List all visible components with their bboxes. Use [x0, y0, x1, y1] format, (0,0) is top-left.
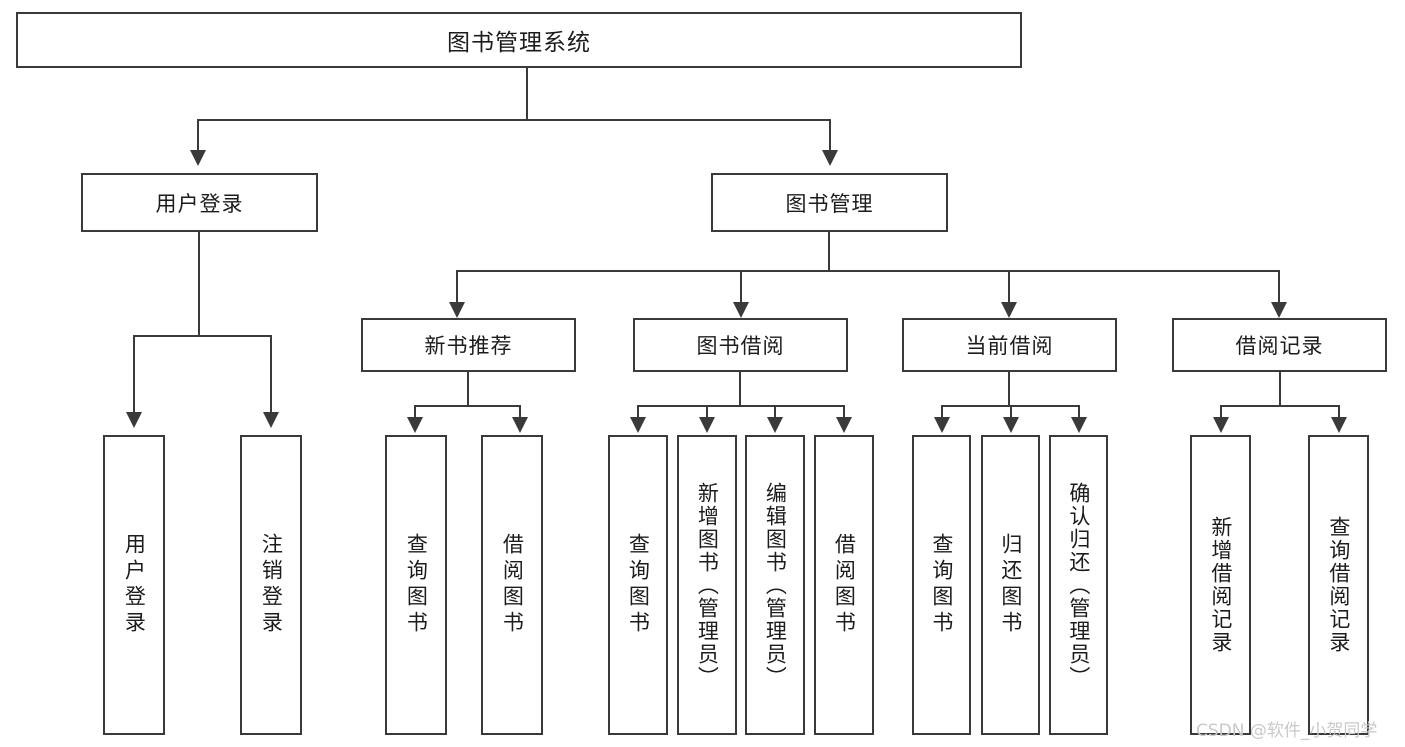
connector-book-borrow-leaf-3: [774, 405, 776, 419]
leaf-label: 借阅图书: [832, 533, 857, 637]
connector-root-bus: [198, 119, 830, 121]
connector-borrow-record-stem: [1279, 372, 1281, 406]
connector-book-borrow-leaf-1: [637, 405, 639, 419]
arrow-new-book-leaf-2-icon: [512, 417, 528, 433]
arrow-book-manage-to-current-icon: [1001, 302, 1017, 318]
leaf-book-borrow-query-book[interactable]: 查询图书: [608, 435, 668, 735]
connector-root-to-book-manage: [829, 119, 831, 153]
connector-book-manage-bus: [457, 270, 1279, 272]
connector-book-manage-to-current: [1008, 270, 1010, 304]
connector-current-borrow-leaf-3: [1078, 405, 1080, 419]
arrow-book-borrow-leaf-1-icon: [630, 417, 646, 433]
leaf-borrow-record-query-record[interactable]: 查询借阅记录: [1308, 435, 1369, 735]
connector-book-manage-to-record: [1278, 270, 1280, 304]
csdn-watermark: CSDN @软件_小贺同学: [1196, 721, 1378, 741]
arrow-book-manage-to-record-icon: [1271, 302, 1287, 318]
leaf-borrow-record-add-record[interactable]: 新增借阅记录: [1190, 435, 1251, 735]
arrow-book-borrow-leaf-3-icon: [767, 417, 783, 433]
leaf-current-borrow-query-book[interactable]: 查询图书: [912, 435, 971, 735]
connector-book-manage-to-borrow: [740, 270, 742, 304]
leaf-label: 新增借阅记录: [1208, 516, 1233, 654]
connector-user-login-leaf-1: [133, 335, 135, 415]
arrow-current-borrow-leaf-1-icon: [934, 417, 950, 433]
node-book-management[interactable]: 图书管理: [711, 173, 948, 232]
node-label: 用户登录: [155, 191, 244, 216]
leaf-current-borrow-confirm-return-admin[interactable]: 确认归还（管理员）: [1049, 435, 1108, 735]
leaf-label: 归还图书: [998, 533, 1023, 637]
leaf-book-borrow-add-book-admin[interactable]: 新增图书（管理员）: [677, 435, 737, 735]
node-user-login[interactable]: 用户登录: [81, 173, 318, 232]
leaf-label: 借阅图书: [500, 533, 525, 637]
arrow-borrow-record-leaf-2-icon: [1331, 417, 1347, 433]
connector-book-borrow-stem: [739, 372, 741, 406]
leaf-label: 新增图书（管理员）: [695, 481, 720, 689]
leaf-user-login-logout[interactable]: 注销登录: [240, 435, 302, 735]
leaf-label: 查询图书: [626, 533, 651, 637]
arrow-book-manage-to-new-book-icon: [449, 302, 465, 318]
leaf-user-login-login[interactable]: 用户登录: [103, 435, 165, 735]
leaf-book-borrow-edit-book-admin[interactable]: 编辑图书（管理员）: [745, 435, 805, 735]
node-new-book-recommend[interactable]: 新书推荐: [361, 318, 576, 372]
arrow-root-to-book-manage-icon: [822, 150, 838, 166]
connector-book-manage-stem: [828, 232, 830, 272]
leaf-label: 编辑图书（管理员）: [763, 481, 788, 689]
arrow-book-manage-to-borrow-icon: [733, 302, 749, 318]
arrow-user-login-leaf-1-icon: [126, 412, 142, 428]
arrow-book-borrow-leaf-4-icon: [836, 417, 852, 433]
connector-borrow-record-leaf-2: [1338, 405, 1340, 419]
node-label: 图书借阅: [696, 334, 785, 358]
leaf-new-book-query-book[interactable]: 查询图书: [385, 435, 447, 735]
connector-book-borrow-leaf-2: [706, 405, 708, 419]
connector-current-borrow-stem: [1008, 372, 1010, 406]
connector-current-borrow-leaf-2: [1010, 405, 1012, 419]
node-label: 借阅记录: [1235, 334, 1324, 358]
leaf-label: 注销登录: [259, 533, 284, 637]
arrow-borrow-record-leaf-1-icon: [1213, 417, 1229, 433]
leaf-label: 用户登录: [122, 533, 147, 637]
leaf-label: 查询图书: [404, 533, 429, 637]
connector-new-book-bus: [415, 405, 520, 407]
connector-new-book-leaf-1: [414, 405, 416, 419]
connector-user-login-stem: [198, 232, 200, 336]
arrow-book-borrow-leaf-2-icon: [699, 417, 715, 433]
arrow-user-login-leaf-2-icon: [263, 412, 279, 428]
node-label: 新书推荐: [424, 334, 513, 358]
connector-root-stem: [526, 68, 528, 120]
leaf-new-book-borrow-book[interactable]: 借阅图书: [481, 435, 543, 735]
leaf-current-borrow-return-book[interactable]: 归还图书: [981, 435, 1040, 735]
connector-book-manage-to-new-book: [456, 270, 458, 304]
node-label: 图书管理: [785, 191, 874, 216]
leaf-book-borrow-borrow-book[interactable]: 借阅图书: [814, 435, 874, 735]
leaf-label: 确认归还（管理员）: [1066, 481, 1091, 689]
connector-root-to-user-login: [197, 119, 199, 153]
node-label: 图书管理系统: [447, 30, 591, 56]
node-book-borrow[interactable]: 图书借阅: [633, 318, 848, 372]
connector-borrow-record-leaf-1: [1220, 405, 1222, 419]
arrow-root-to-user-login-icon: [190, 150, 206, 166]
connector-user-login-bus: [134, 335, 272, 337]
arrow-new-book-leaf-1-icon: [407, 417, 423, 433]
node-borrow-record[interactable]: 借阅记录: [1172, 318, 1387, 372]
arrow-current-borrow-leaf-3-icon: [1071, 417, 1087, 433]
connector-book-borrow-bus: [638, 405, 844, 407]
connector-current-borrow-leaf-1: [941, 405, 943, 419]
connector-book-borrow-leaf-4: [843, 405, 845, 419]
connector-user-login-leaf-2: [270, 335, 272, 415]
connector-new-book-stem: [467, 372, 469, 406]
node-label: 当前借阅: [965, 334, 1054, 358]
connector-borrow-record-bus: [1221, 405, 1339, 407]
connector-new-book-leaf-2: [519, 405, 521, 419]
leaf-label: 查询图书: [929, 533, 954, 637]
leaf-label: 查询借阅记录: [1326, 516, 1351, 654]
node-root-system[interactable]: 图书管理系统: [16, 12, 1022, 68]
node-current-borrow[interactable]: 当前借阅: [902, 318, 1117, 372]
arrow-current-borrow-leaf-2-icon: [1003, 417, 1019, 433]
